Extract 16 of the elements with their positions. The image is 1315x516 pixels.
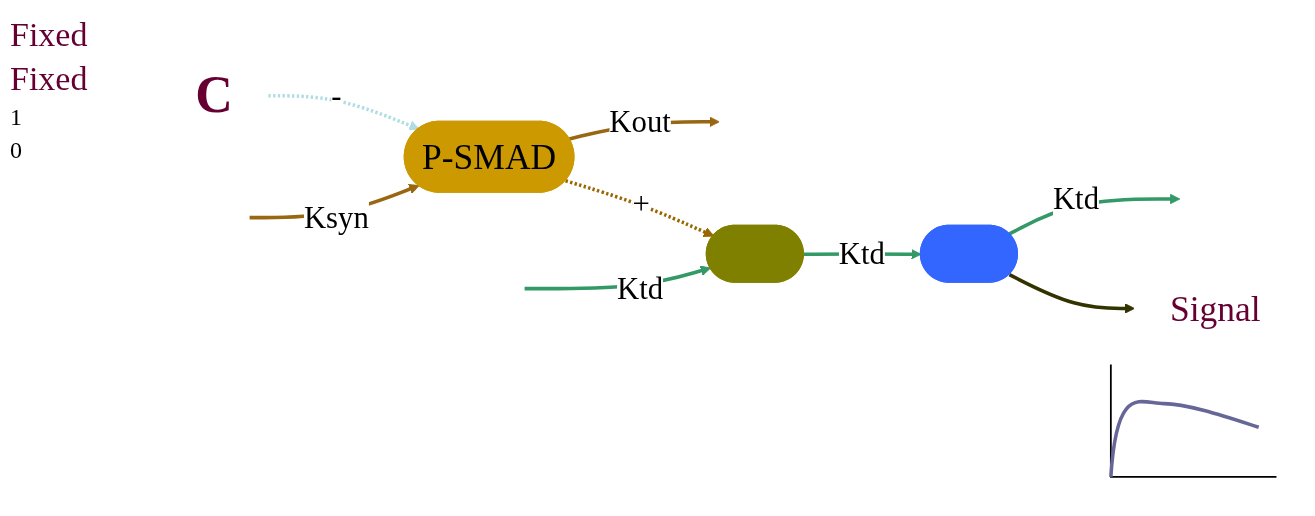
note-text: Fixed [10, 16, 89, 54]
edge-label: - [330, 78, 341, 113]
edge-label: Ktd [1052, 181, 1099, 217]
axis-tick-label: 0 [10, 137, 23, 164]
edge-label: + [632, 186, 650, 222]
arrow [1008, 273, 1135, 314]
arrow [564, 179, 714, 237]
node-text: Signal [1169, 288, 1261, 328]
axis-tick-label: 1 [10, 104, 23, 131]
node-text: C [194, 66, 233, 125]
edge-label: Ktd [616, 271, 663, 306]
arrow [267, 94, 419, 131]
edge-label: Ksyn [303, 200, 369, 235]
note-text: Fixed [10, 60, 89, 98]
edge-label: Kout [608, 104, 671, 139]
edge-label: Ktd [838, 236, 885, 271]
